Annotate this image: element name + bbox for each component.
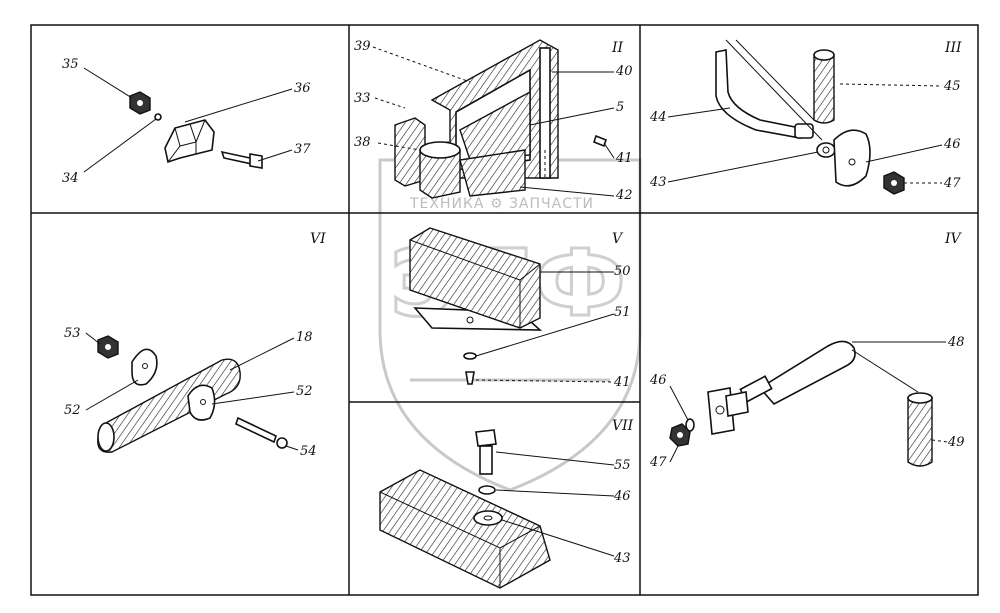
watermark-caption: ТЕХНИКА ⚙ ЗАПЧАСТИ — [409, 196, 594, 212]
channel-rail — [379, 469, 551, 589]
callout-55: 55 — [614, 458, 631, 473]
callout-33: 33 — [354, 91, 371, 106]
part-40 — [539, 47, 551, 179]
callout-34: 34 — [62, 171, 79, 186]
grip-45 — [813, 50, 835, 124]
panel-grid — [30, 24, 979, 596]
washer-34 — [154, 113, 162, 121]
bolt-37 — [220, 150, 254, 166]
callout-36: 36 — [294, 81, 311, 96]
panel-numerals: II III IV V VI VII — [310, 40, 963, 434]
panel-numeral-iii: III — [944, 40, 962, 56]
bracket-36 — [164, 119, 215, 164]
screw-41-v — [465, 371, 475, 385]
callout-18: 18 — [296, 330, 313, 345]
callout-46-iii: 46 — [943, 137, 961, 152]
block-50 — [409, 227, 541, 329]
callout-38: 38 — [354, 135, 371, 150]
callout-45: 45 — [943, 79, 961, 94]
washer-46-iv — [685, 418, 695, 432]
callout-53: 53 — [64, 326, 81, 341]
callout-46-iv: 46 — [649, 373, 667, 388]
panel-numeral-vii: VII — [612, 418, 634, 434]
grip-49 — [907, 393, 933, 467]
callout-37: 37 — [294, 142, 311, 157]
panel-numeral-iv: IV — [944, 231, 963, 247]
callout-49: 49 — [947, 435, 965, 450]
callout-5: 5 — [616, 100, 624, 115]
bolt-54 — [235, 416, 277, 444]
panel-vi: 53 52 18 52 54 — [64, 326, 317, 459]
callout-47-iii: 47 — [943, 176, 961, 191]
panel-numeral-v: V — [612, 231, 624, 247]
callout-44: 44 — [649, 110, 667, 125]
panel-ii: 39 33 38 40 5 41 42 — [354, 39, 633, 203]
callout-52-right: 52 — [296, 384, 313, 399]
panel-iv: 48 46 47 49 — [649, 335, 965, 470]
callout-43-vii: 43 — [613, 551, 631, 566]
callout-54: 54 — [300, 444, 317, 459]
callout-40: 40 — [615, 64, 633, 79]
screw-41 — [593, 134, 607, 148]
callout-48: 48 — [947, 335, 965, 350]
washer-51 — [463, 352, 477, 360]
part-42 — [459, 149, 526, 197]
panel-vii: 55 46 43 — [379, 429, 631, 589]
panel-iii: 44 45 46 43 47 — [649, 39, 961, 195]
callout-50: 50 — [614, 264, 631, 279]
callout-42: 42 — [615, 188, 633, 203]
callout-46-vii: 46 — [613, 489, 631, 504]
bolt-55 — [479, 445, 493, 475]
bolt-head-55 — [475, 429, 497, 447]
plate-46 — [833, 129, 871, 187]
tube-18 — [97, 358, 241, 453]
callout-52-left: 52 — [64, 403, 81, 418]
callout-39: 39 — [354, 39, 371, 54]
callout-41-v: 41 — [613, 375, 631, 390]
washer-46-vii — [478, 485, 496, 495]
callout-43-iii: 43 — [649, 175, 667, 190]
panel-numeral-ii: II — [611, 40, 624, 56]
panel-i: 35 34 36 37 — [62, 57, 311, 186]
panel-v: 50 51 41 — [409, 227, 631, 390]
panel-numeral-vi: VI — [310, 231, 326, 247]
callout-47-iv: 47 — [649, 455, 667, 470]
callout-41-top: 41 — [615, 151, 633, 166]
handle-48 — [758, 340, 856, 406]
callout-51: 51 — [614, 305, 631, 320]
callout-35: 35 — [62, 57, 79, 72]
